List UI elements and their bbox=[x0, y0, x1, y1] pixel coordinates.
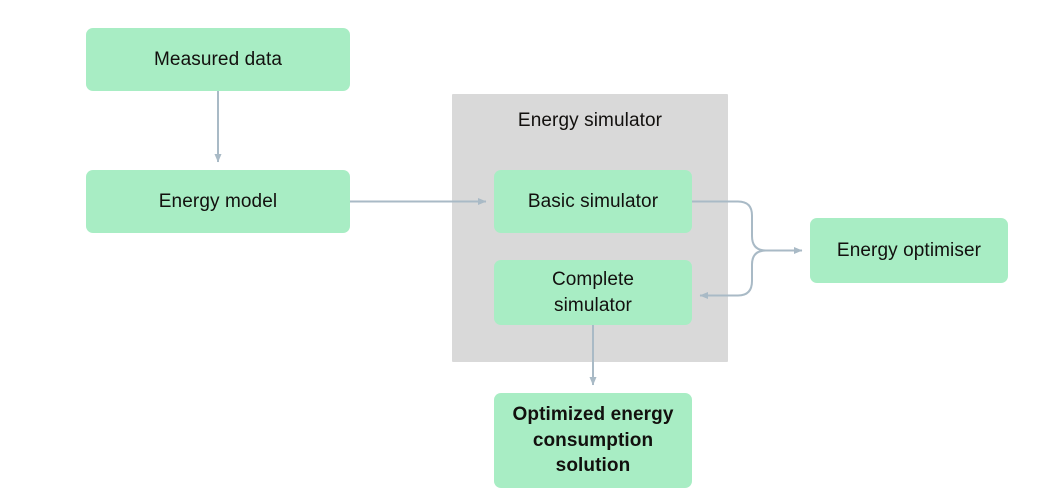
node-measured-data-label: Measured data bbox=[153, 48, 283, 70]
node-optimized-solution-label-line3: solution bbox=[555, 455, 631, 477]
node-optimized-solution-label-line2: consumption bbox=[532, 429, 654, 451]
node-basic-simulator-label: Basic simulator bbox=[527, 190, 659, 212]
group-energy-simulator-label: Energy simulator bbox=[517, 110, 663, 131]
node-optimized-solution[interactable]: Optimized energy consumption solution bbox=[494, 393, 692, 488]
node-complete-simulator[interactable]: Complete simulator bbox=[494, 260, 692, 325]
node-energy-optimiser-label: Energy optimiser bbox=[836, 239, 982, 261]
node-optimized-solution-label-line1: Optimized energy bbox=[512, 404, 674, 426]
node-complete-simulator-label-line1: Complete bbox=[551, 268, 635, 290]
node-energy-optimiser[interactable]: Energy optimiser bbox=[810, 218, 1008, 283]
node-basic-simulator[interactable]: Basic simulator bbox=[494, 170, 692, 233]
node-energy-model-label: Energy model bbox=[158, 190, 278, 212]
node-energy-model[interactable]: Energy model bbox=[86, 170, 350, 233]
node-measured-data[interactable]: Measured data bbox=[86, 28, 350, 91]
node-complete-simulator-label-line2: simulator bbox=[554, 294, 632, 316]
